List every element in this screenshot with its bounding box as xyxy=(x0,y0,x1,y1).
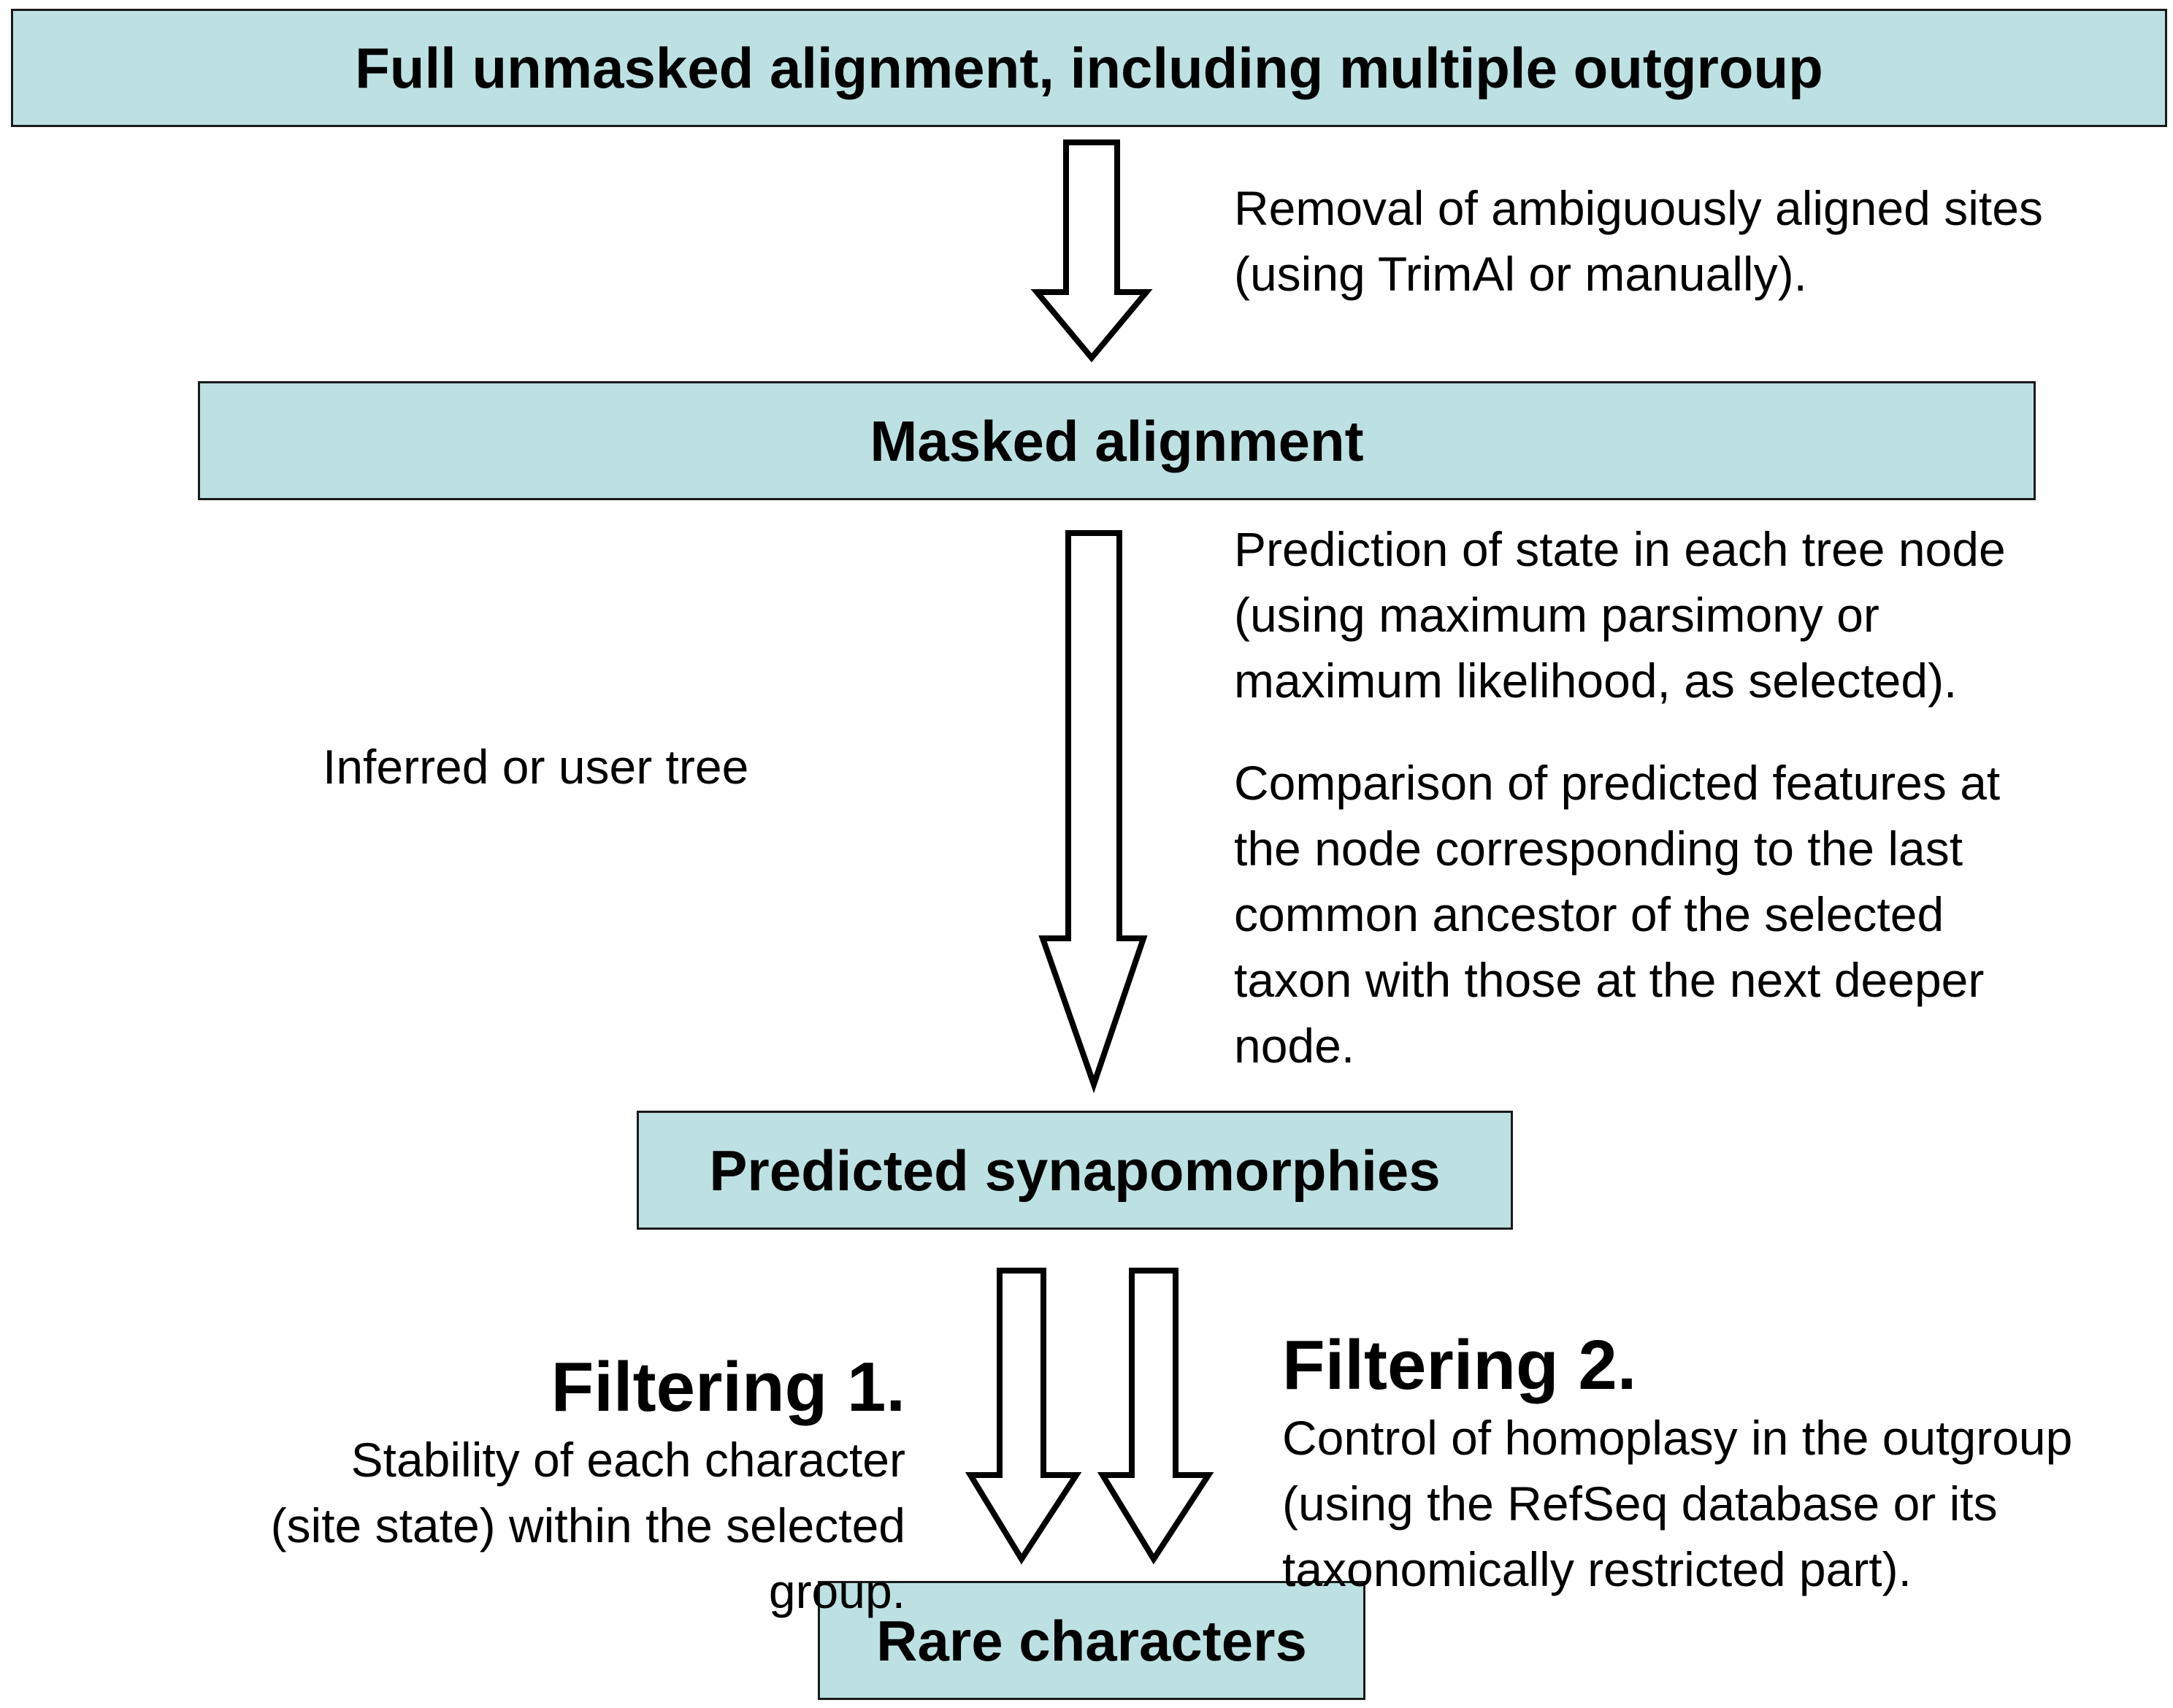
masked-alignment-box: Masked alignment xyxy=(198,381,2036,500)
filtering-1-heading: Filtering 1. xyxy=(551,1348,905,1426)
prediction-note: Prediction of state in each tree node (u… xyxy=(1234,522,2006,708)
masked-alignment-label: Masked alignment xyxy=(870,408,1364,473)
rare-characters-label: Rare characters xyxy=(876,1608,1307,1673)
predicted-synapomorphies-label: Predicted synapomorphies xyxy=(709,1138,1441,1203)
rare-characters-box: Rare characters xyxy=(818,1581,1365,1700)
removal-note: Removal of ambiguously aligned sites (us… xyxy=(1234,181,2043,301)
filtering-2-text: Control of homoplasy in the outgroup (us… xyxy=(1282,1411,2073,1596)
arrow-down-icon xyxy=(1097,1268,1214,1565)
arrow-down-icon xyxy=(965,1268,1082,1565)
tree-note: Inferred or user tree xyxy=(323,740,749,794)
filtering-2-note: Filtering 2. Control of homoplasy in the… xyxy=(1282,1267,2173,1602)
filtering-2-heading: Filtering 2. xyxy=(1282,1326,1637,1404)
arrow-down-icon xyxy=(1030,139,1153,363)
full-alignment-box: Full unmasked alignment, including multi… xyxy=(11,9,2167,127)
predicted-synapomorphies-box: Predicted synapomorphies xyxy=(637,1111,1513,1230)
arrow-down-icon xyxy=(1038,530,1148,1094)
full-alignment-label: Full unmasked alignment, including multi… xyxy=(355,36,1823,100)
filtering-1-text: Stability of each character (site state)… xyxy=(270,1433,905,1618)
comparison-note: Comparison of predicted features at the … xyxy=(1234,756,2001,1073)
filtering-1-note: Filtering 1. Stability of each character… xyxy=(248,1289,905,1624)
